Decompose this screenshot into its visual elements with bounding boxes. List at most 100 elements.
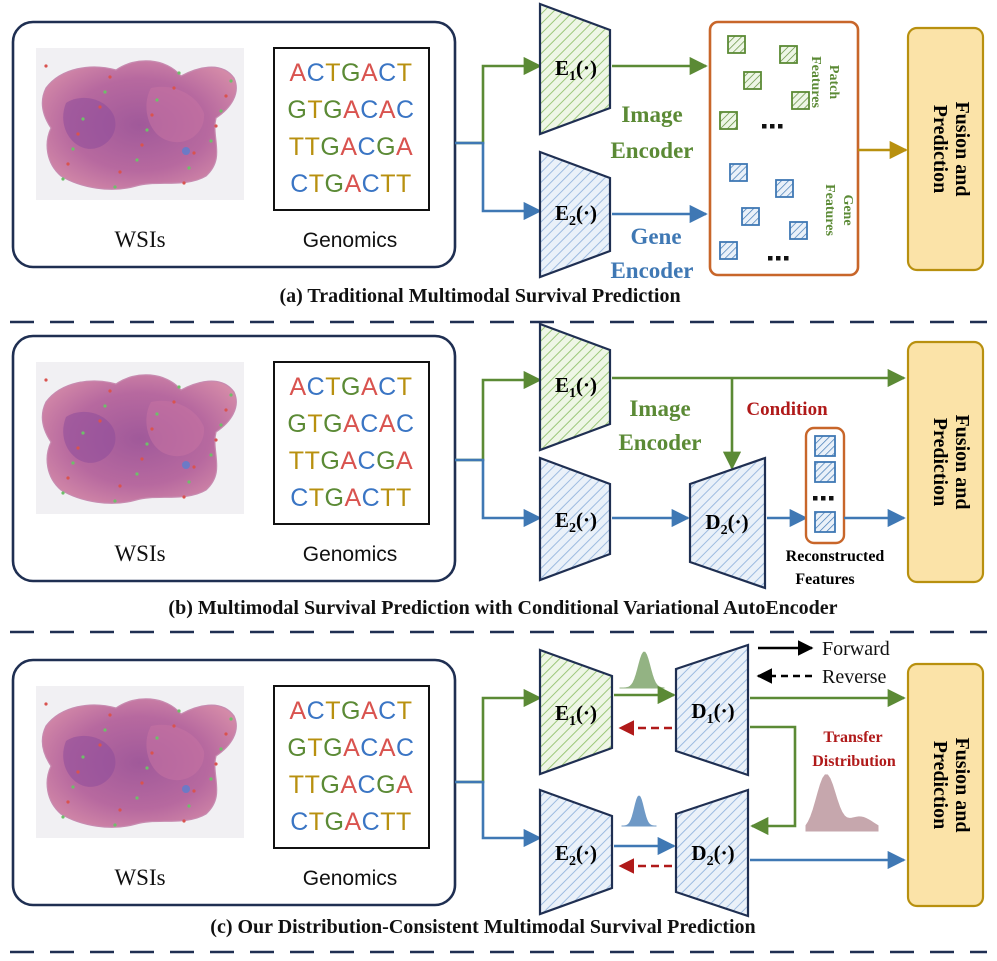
- annotation-dot: [229, 717, 233, 721]
- tissue-stroma: [146, 400, 205, 457]
- encoder-e1-label: E1(·): [555, 701, 597, 729]
- gene-encoder-shape: [538, 150, 612, 279]
- annotation-dot: [214, 438, 218, 442]
- gene-features-label: Features: [822, 184, 837, 236]
- annotation-dot: [209, 453, 213, 457]
- caption-b: (b) Multimodal Survival Prediction with …: [168, 597, 837, 619]
- image-encoder-label: Image: [621, 102, 682, 127]
- annotation-dot: [135, 472, 139, 476]
- annotation-dot: [113, 185, 117, 189]
- annotation-dot: [145, 766, 149, 770]
- tissue-region: [41, 374, 237, 504]
- caption-a: (a) Traditional Multimodal Survival Pred…: [279, 285, 680, 307]
- annotation-dot: [187, 480, 191, 484]
- decoder-d1-label: D1(·): [691, 699, 734, 727]
- reconstructed-label: Reconstructed: [786, 548, 885, 565]
- annotation-dot: [103, 728, 107, 732]
- gene-feature-square: [719, 241, 738, 260]
- ellipsis-dot: [821, 496, 826, 501]
- reconstructed-square: [814, 435, 836, 457]
- gene-ellipsis: [768, 256, 789, 261]
- ellipsis-dot: [813, 496, 818, 501]
- legend-forward-label: Forward: [822, 638, 890, 660]
- annotation-dot: [177, 385, 181, 389]
- condition-label: Condition: [746, 399, 828, 420]
- annotation-dot: [192, 151, 196, 155]
- annotation-dot: [98, 419, 102, 423]
- wsi-label: WSIs: [114, 227, 165, 252]
- wsi-label: WSIs: [114, 865, 165, 890]
- prediction-label: Prediction: [929, 741, 951, 830]
- transfer-arrow: [750, 725, 797, 836]
- annotation-dot: [214, 124, 218, 128]
- annotation-dot: [150, 427, 154, 431]
- ellipsis-dot: [762, 124, 767, 129]
- annotation-dot: [76, 132, 80, 136]
- encoder-e2-label: E2(·): [555, 201, 597, 229]
- image-encoder-shape: [538, 322, 612, 452]
- annotation-dot: [192, 465, 196, 469]
- genomics-box: [273, 685, 430, 849]
- annotation-dot: [187, 166, 191, 170]
- patch-feature-square: [743, 71, 762, 90]
- ellipsis-dot: [784, 256, 789, 261]
- wsi-to-encoder-arrow: [455, 688, 542, 784]
- annotation-dot: [61, 815, 65, 819]
- fusion-label: Fusion and: [951, 414, 973, 509]
- genomics-box: [273, 47, 430, 211]
- annotation-dot: [44, 64, 48, 68]
- decoder-d2-shape: [688, 456, 767, 590]
- encoder-e2-label: E2(·): [555, 508, 597, 536]
- annotation-dot: [177, 71, 181, 75]
- tissue-stroma: [146, 86, 205, 143]
- genomic-sequence: GTGACAC: [287, 734, 414, 762]
- annotation-dot: [150, 751, 154, 755]
- annotation-dot: [108, 75, 112, 79]
- image-encoder-label: Encoder: [610, 138, 693, 163]
- annotation-dot: [98, 105, 102, 109]
- annotation-dot: [118, 808, 122, 812]
- annotation-dot: [66, 162, 70, 166]
- tissue-dense: [63, 411, 116, 463]
- annotation-dot: [219, 747, 223, 751]
- gene-encoder-label: Gene: [630, 224, 681, 249]
- decoder-d2-shape: [674, 788, 750, 918]
- patch-features-label: Features: [808, 56, 823, 108]
- annotation-dot: [209, 777, 213, 781]
- annotation-dot: [182, 819, 186, 823]
- annotation-dot: [150, 113, 154, 117]
- image-encoder-shape: [538, 2, 612, 136]
- encoder-e1-shape: [538, 648, 614, 776]
- annotation-dot: [155, 412, 159, 416]
- decoder-d2-label: D2(·): [691, 841, 734, 869]
- distribution-label: Distribution: [812, 753, 896, 770]
- gene-features-label: Gene: [840, 194, 855, 225]
- gene-feature-square: [729, 163, 748, 182]
- annotation-dot: [61, 177, 65, 181]
- gene-to-encoder-arrow: [455, 458, 542, 528]
- reconstructed-square: [814, 511, 836, 533]
- genomic-sequence: ACTGACT: [289, 697, 412, 725]
- fusion-prediction-box: [906, 662, 985, 908]
- annotation-dot: [108, 389, 112, 393]
- decoder-d1-shape: [674, 643, 750, 777]
- wsi-image: [36, 362, 244, 514]
- prediction-label: Prediction: [929, 418, 951, 507]
- ellipsis-dot: [768, 256, 773, 261]
- annotation-blob: [182, 461, 190, 469]
- genomic-sequence: GTGACAC: [287, 410, 414, 438]
- fusion-prediction-box: [906, 26, 985, 272]
- annotation-dot: [177, 709, 181, 713]
- patch-features-label: Patch: [826, 65, 841, 99]
- wsi-image: [36, 48, 244, 200]
- patch-feature-square: [719, 111, 738, 130]
- legend-reverse-label: Reverse: [822, 666, 887, 688]
- annotation-dot: [182, 495, 186, 499]
- encoder-e2-shape: [538, 788, 614, 916]
- annotation-dot: [118, 170, 122, 174]
- gene-encoder-label: Encoder: [610, 258, 693, 283]
- annotation-dot: [61, 491, 65, 495]
